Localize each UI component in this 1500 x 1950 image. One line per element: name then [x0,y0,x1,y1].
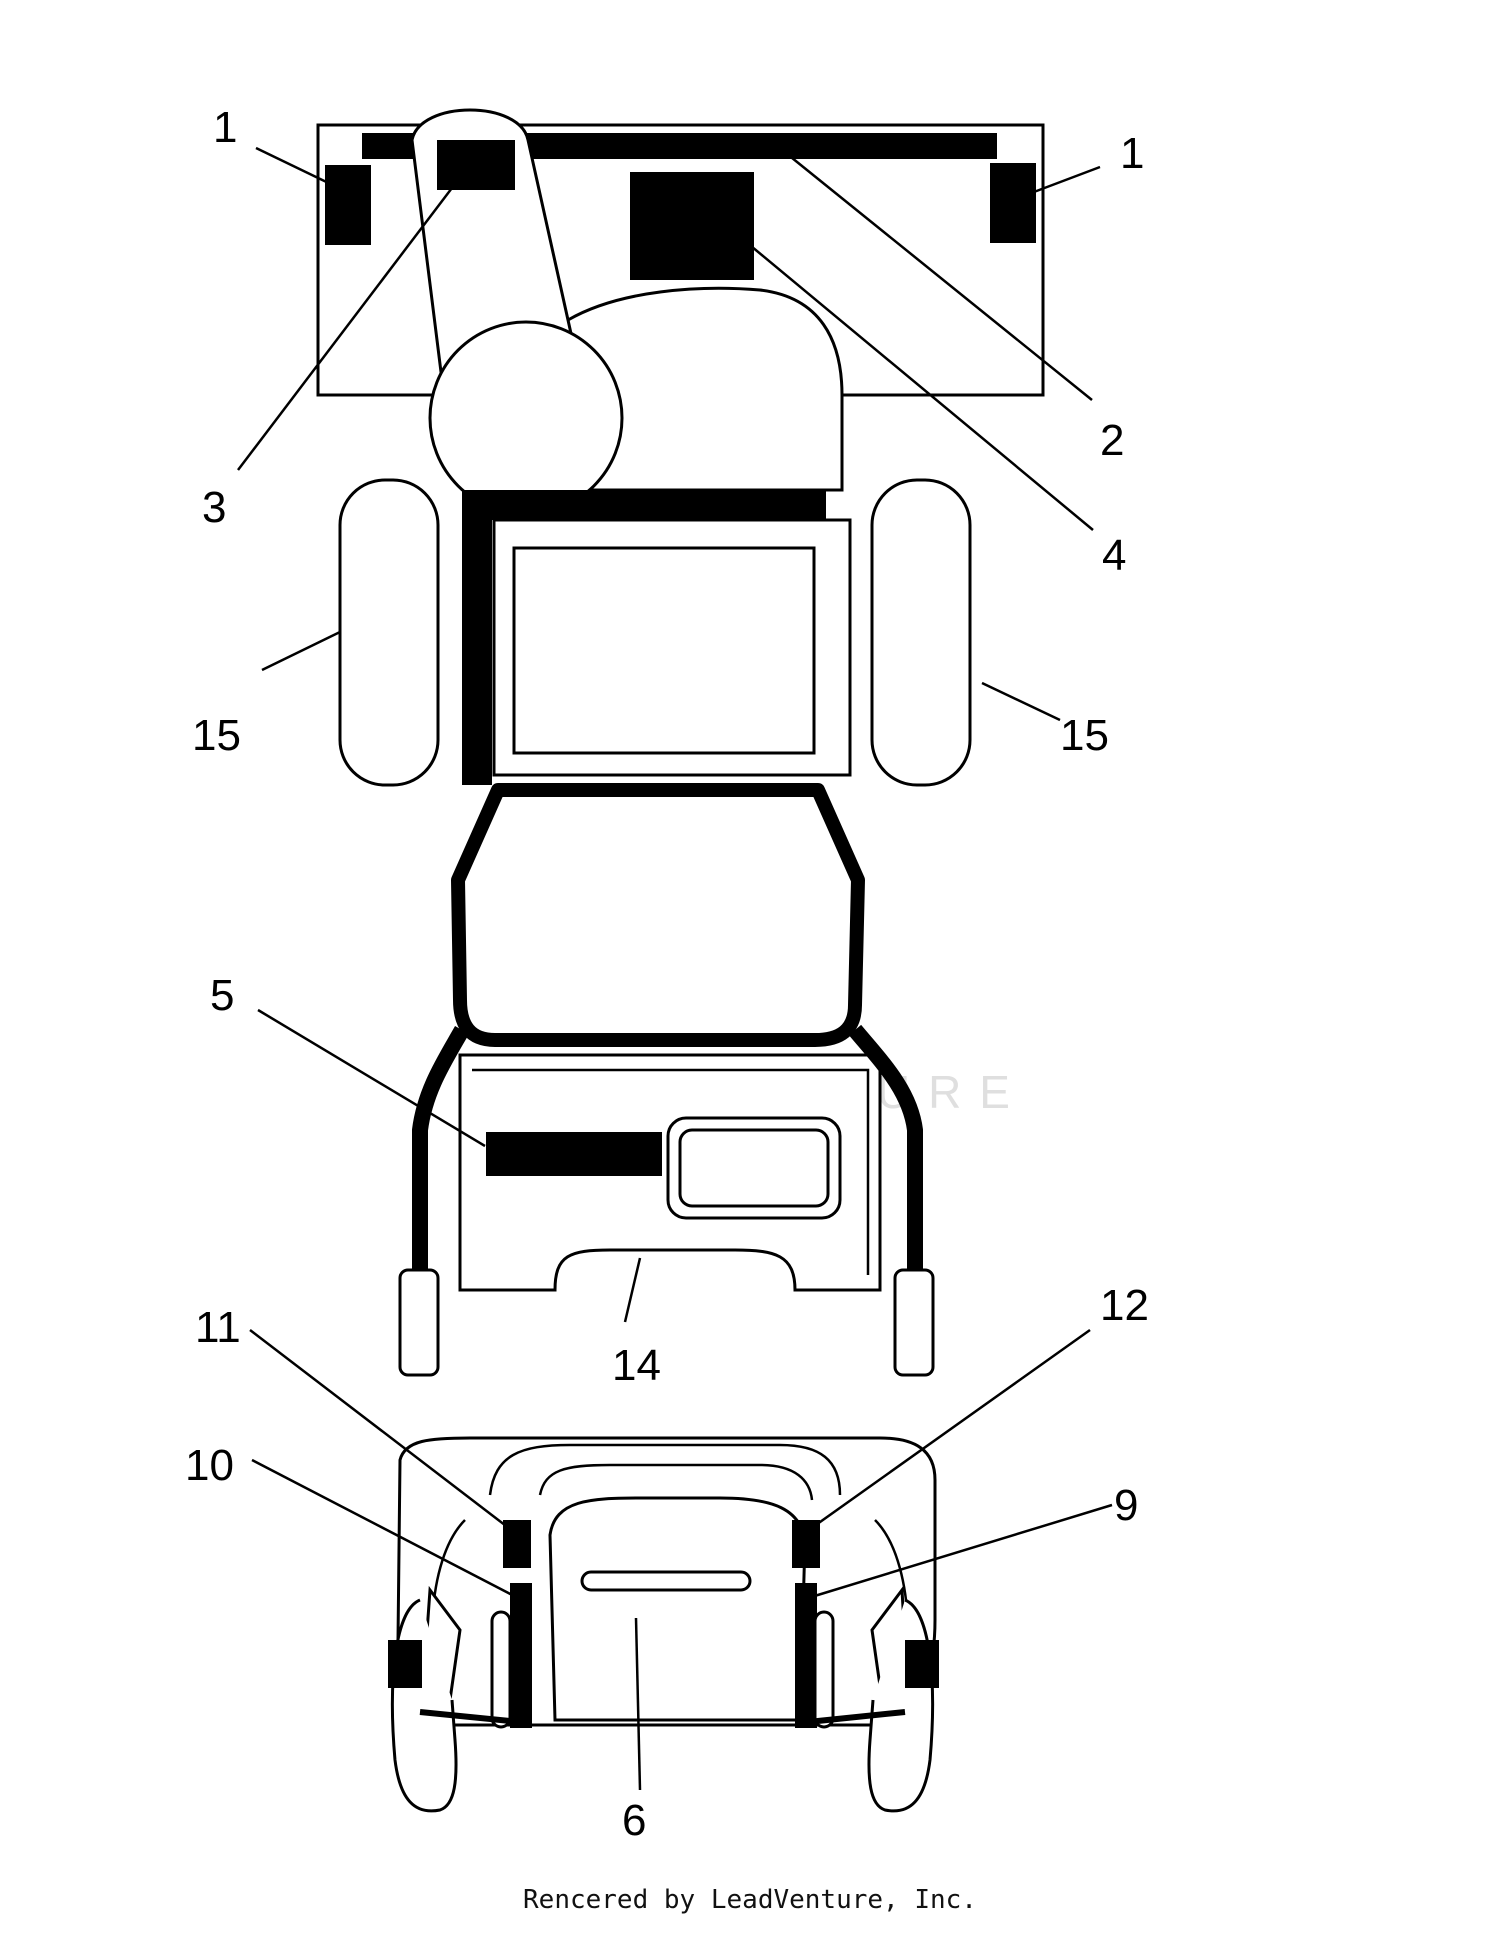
decal-12 [792,1520,820,1568]
rear-center-panel [548,1496,807,1722]
callout-2: 2 [1100,416,1124,465]
callout-labels: 1 1 2 3 4 5 6 9 10 11 12 14 15 15 [185,103,1149,1845]
decal-3 [437,140,515,190]
discharge-chute [410,108,580,382]
front-tire-right [870,478,972,787]
callout-1-left: 1 [213,103,237,152]
left-rail-end [398,1268,440,1377]
callout-10: 10 [185,1441,234,1490]
callout-3: 3 [202,483,226,532]
decal-10 [510,1583,532,1728]
seat-body [451,783,865,1047]
leader-lines [237,144,1113,1791]
frame-band [462,490,826,520]
right-rail-end [893,1268,935,1377]
callout-6: 6 [622,1796,646,1845]
callout-14: 14 [612,1341,661,1390]
decal-5 [486,1132,662,1176]
callout-11: 11 [195,1303,241,1352]
hood [566,286,844,492]
rear-fender [458,1053,882,1292]
left-side-rail [412,1026,469,1275]
decal-4 [630,172,754,280]
rear-handle-slot [580,1570,752,1592]
decal-9 [795,1583,817,1728]
callout-1-right: 1 [1120,129,1144,178]
floor-panel-inner [512,546,816,755]
fender-window-inner [678,1128,830,1208]
callout-12: 12 [1100,1281,1149,1330]
front-tire-left [338,478,440,787]
callout-9: 9 [1114,1481,1138,1530]
callout-5: 5 [210,971,234,1020]
callout-15-left: 15 [192,711,241,760]
callout-4: 4 [1102,531,1126,580]
right-side-rail [848,1024,923,1275]
decal-1-right [990,163,1036,243]
callout-15-right: 15 [1060,711,1109,760]
render-credit: Rencered by LeadVenture, Inc. [523,1885,977,1915]
deck-pulley [428,320,624,516]
decal-1-left [325,165,371,245]
frame-left-rail [462,505,492,785]
rear-view [388,1436,939,1813]
